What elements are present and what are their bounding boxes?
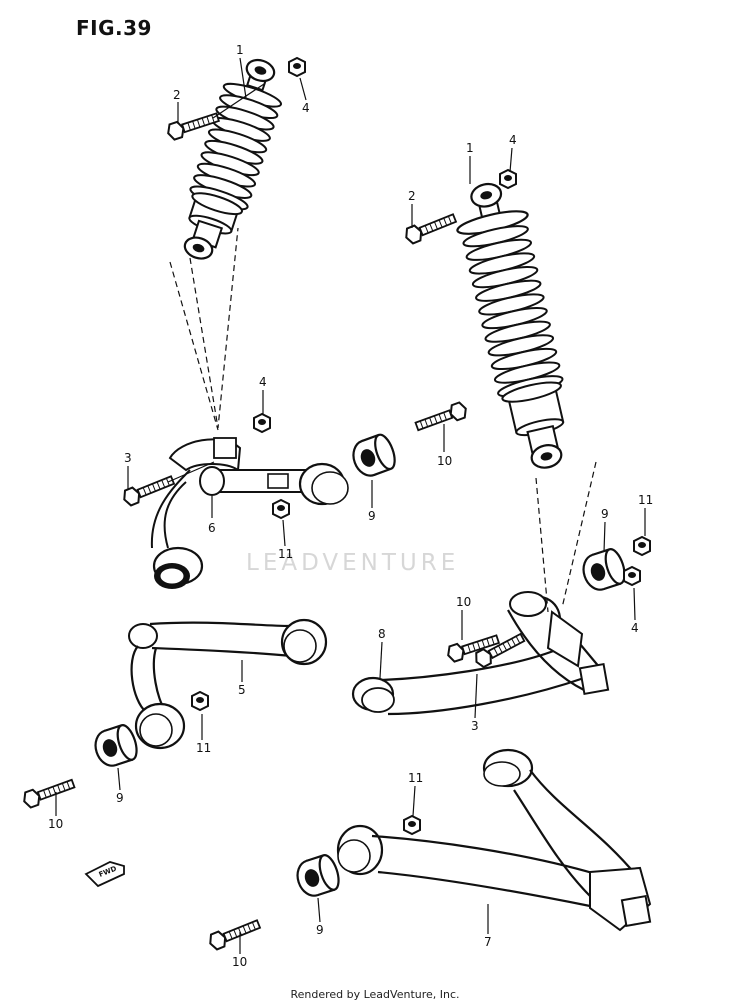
- callout-label: 4: [509, 133, 517, 147]
- left-mount-bracket: [150, 437, 349, 589]
- callout-label: 10: [437, 454, 452, 468]
- callout-label: 4: [302, 101, 310, 115]
- callout-label: 11: [278, 547, 293, 561]
- callout-label: 5: [238, 683, 246, 697]
- right-upper-arm: [351, 591, 610, 716]
- figure-title: FIG.39: [76, 16, 152, 40]
- left-mount-nut-top: [253, 413, 271, 433]
- callout-label: 3: [471, 719, 479, 733]
- right-shock-nut: [499, 169, 517, 189]
- callout-label: 11: [638, 493, 653, 507]
- callout-label: 11: [408, 771, 423, 785]
- callout-label: 10: [232, 955, 247, 969]
- callout-label: 4: [259, 375, 267, 389]
- callout-label: 9: [116, 791, 124, 805]
- callout-label: 9: [316, 923, 324, 937]
- footer-credit: Rendered by LeadVenture, Inc.: [290, 988, 460, 1001]
- left-lower-arm: [128, 618, 328, 750]
- center-long-bolt: [413, 400, 470, 435]
- callout-label: 1: [466, 141, 474, 155]
- callout-label: 7: [484, 935, 492, 949]
- right-arm-bushing: [578, 545, 630, 595]
- callout-label: 1: [236, 43, 244, 57]
- bottom-arm-bolt: [206, 915, 263, 952]
- right-arm-bolt-b: [471, 629, 528, 670]
- leader-lines: [55, 57, 646, 954]
- bolt-line: [212, 83, 265, 119]
- callout-label: 6: [208, 521, 216, 535]
- left-mount-bolt: [120, 471, 177, 508]
- right-arm-nut-a: [633, 536, 651, 556]
- callout-label: 2: [173, 88, 181, 102]
- right-shock-absorber: [456, 182, 597, 613]
- callout-label: 3: [124, 451, 132, 465]
- left-lower-bushing: [90, 721, 142, 771]
- callout-label: 9: [368, 509, 376, 523]
- callout-label: 2: [408, 189, 416, 203]
- callout-label: 10: [456, 595, 471, 609]
- left-lower-nut: [191, 691, 209, 711]
- bottom-arm-bushing: [292, 851, 344, 901]
- callout-label: 4: [631, 621, 639, 635]
- callout-label: 9: [601, 507, 609, 521]
- right-arm-nut-b: [623, 566, 641, 586]
- callout-label: 11: [196, 741, 211, 755]
- callout-label: 10: [48, 817, 63, 831]
- bottom-arm-nut: [403, 815, 421, 835]
- bolt-line: [167, 461, 215, 483]
- callout-label: 8: [378, 627, 386, 641]
- forward-arrow: FWD: [84, 861, 125, 888]
- left-shock-absorber: [169, 58, 283, 431]
- left-lower-bolt: [20, 775, 77, 810]
- left-mount-nut-bottom: [272, 499, 290, 519]
- callout-numbers: 1 2 4 1 4 2 4 3 6 11 9 10 11 9 4 10 8 3 …: [48, 43, 653, 969]
- bottom-lower-arm: [336, 748, 652, 932]
- left-mount-bushing: [347, 431, 400, 481]
- watermark: LEADVENTURE: [246, 550, 460, 576]
- left-shock-nut: [288, 57, 306, 77]
